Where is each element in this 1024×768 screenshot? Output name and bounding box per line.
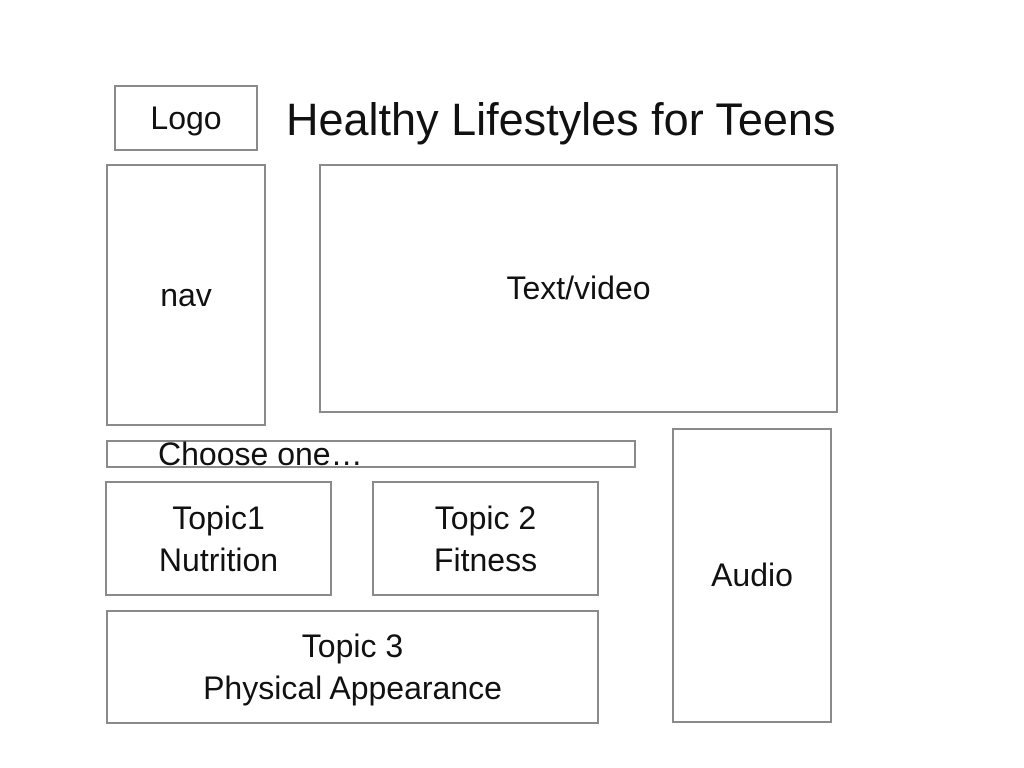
audio-label: Audio — [711, 557, 793, 593]
audio-panel[interactable]: Audio — [672, 428, 832, 723]
topic-1-nutrition-box[interactable]: Topic1 Nutrition — [105, 481, 332, 596]
topic-3-physical-appearance-box[interactable]: Topic 3 Physical Appearance — [106, 610, 599, 724]
topic-1-title: Topic1 — [172, 499, 265, 536]
topic-1-text: Topic1 Nutrition — [159, 497, 278, 581]
topic-2-text: Topic 2 Fitness — [434, 497, 537, 581]
topic-2-fitness-box[interactable]: Topic 2 Fitness — [372, 481, 599, 596]
topic-3-text: Topic 3 Physical Appearance — [203, 625, 502, 709]
topic-3-title: Topic 3 — [301, 628, 404, 664]
topic-2-title: Topic 2 — [434, 499, 537, 536]
topic-1-subtitle: Nutrition — [158, 541, 279, 578]
text-video-label: Text/video — [506, 270, 651, 306]
choose-one-dropdown[interactable]: Choose one… — [106, 436, 636, 472]
topic-2-subtitle: Fitness — [433, 541, 538, 578]
topic-3-subtitle: Physical Appearance — [203, 670, 502, 706]
logo-placeholder[interactable]: Logo — [114, 85, 258, 151]
page-title: Healthy Lifestyles for Teens — [286, 94, 836, 145]
nav-label: nav — [160, 276, 212, 313]
choose-one-label: Choose one… — [158, 436, 363, 472]
logo-label: Logo — [150, 99, 222, 136]
nav-panel[interactable]: nav — [106, 164, 266, 426]
text-video-panel[interactable]: Text/video — [319, 164, 838, 413]
